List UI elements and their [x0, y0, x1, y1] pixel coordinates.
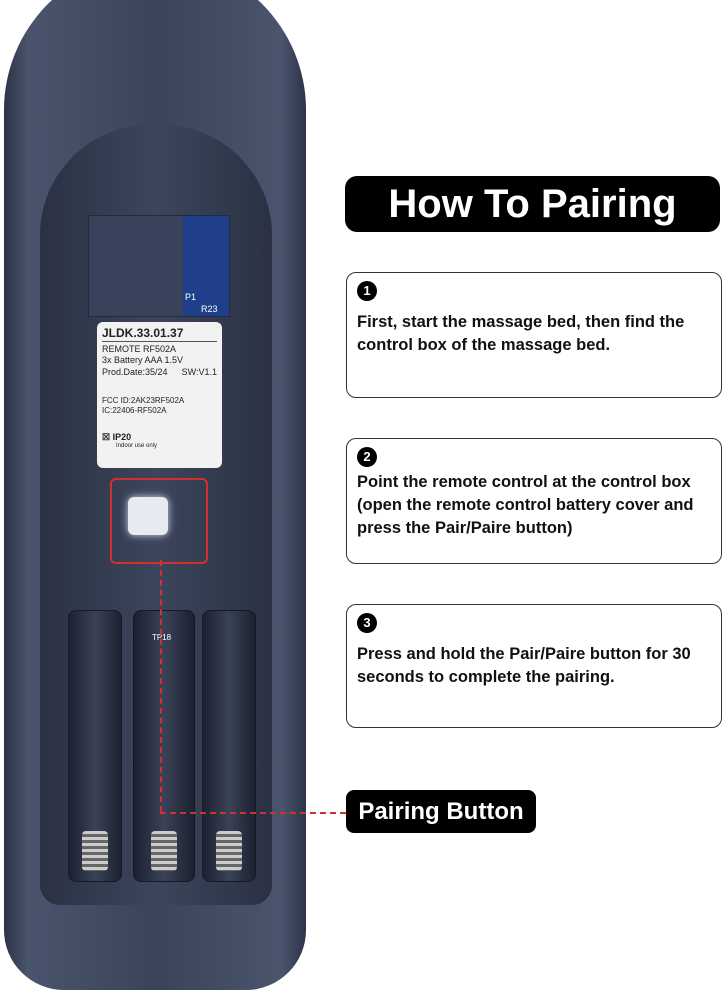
callout-line: [160, 560, 162, 812]
battery-slot-3: [202, 610, 256, 882]
label-remote: REMOTE RF502A: [102, 344, 177, 354]
label-battery: 3x Battery AAA 1.5V: [102, 355, 184, 366]
page-title: How To Pairing: [345, 176, 720, 232]
battery-slot-2: TP18: [133, 610, 195, 882]
step-1: 1 First, start the massage bed, then fin…: [346, 272, 722, 398]
pair-button[interactable]: [128, 497, 168, 535]
step-text: Press and hold the Pair/Paire button for…: [357, 645, 691, 687]
battery-slot-1: [68, 610, 122, 882]
label-prod-date: Prod.Date:35/24: [102, 366, 168, 377]
step-number: 3: [357, 613, 377, 633]
label-sw: SW:V1.1: [181, 366, 217, 377]
label-fcc: FCC ID:2AK23RF502A: [102, 395, 185, 405]
pairing-button-callout: Pairing Button: [346, 790, 536, 833]
product-label: JLDK.33.01.37 REMOTE RF502A 3x Battery A…: [97, 322, 222, 468]
step-number: 2: [357, 447, 377, 467]
pair-button-highlight: [110, 478, 208, 564]
pcb-r23: R23: [201, 304, 218, 314]
step-number: 1: [357, 281, 377, 301]
circuit-board: P1 R23: [88, 215, 230, 317]
pcb-p1: P1: [185, 292, 197, 302]
label-model: JLDK.33.01.37: [102, 326, 217, 342]
label-ic: IC:22406-RF502A: [102, 405, 167, 415]
step-3: 3 Press and hold the Pair/Paire button f…: [346, 604, 722, 728]
label-indoor: Indoor use only: [116, 443, 158, 449]
step-text: Point the remote control at the control …: [357, 473, 694, 538]
callout-line: [160, 812, 346, 814]
step-text: First, start the massage bed, then find …: [357, 313, 685, 355]
label-ip: IP20: [112, 431, 132, 442]
step-2: 2 Point the remote control at the contro…: [346, 438, 722, 564]
